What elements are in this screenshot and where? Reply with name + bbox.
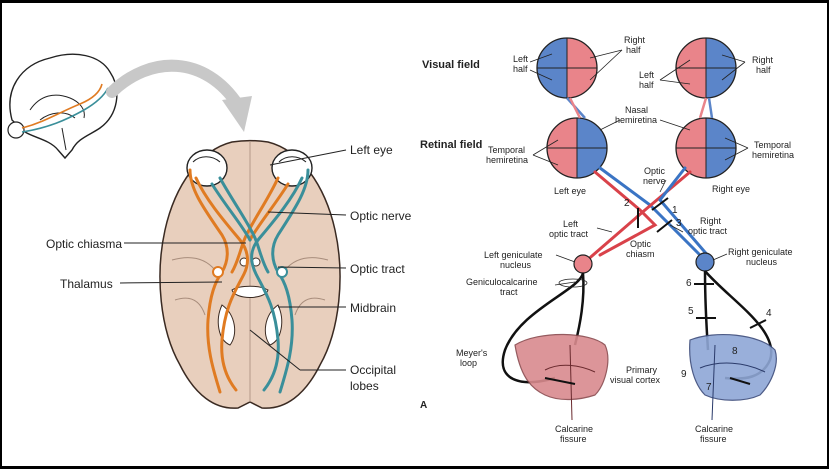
label-right-optic-tract-2: optic tract xyxy=(688,226,728,236)
label-retinal-field: Retinal field xyxy=(420,139,482,151)
left-geniculate-nucleus xyxy=(573,254,593,274)
label-calcarine-l2: fissure xyxy=(560,434,587,444)
right-figure-labels: Visual field Retinal field Left half Rig… xyxy=(420,35,794,444)
label-visual-field: Visual field xyxy=(422,59,480,71)
label-n2: 2 xyxy=(624,198,630,209)
left-visual-cortex xyxy=(514,333,609,421)
label-right-half-a1: Right xyxy=(624,35,646,45)
label-left-lgn-2: nucleus xyxy=(500,260,532,270)
label-left-half-a1: Left xyxy=(513,54,529,64)
label-n6: 6 xyxy=(686,278,692,289)
label-n5: 5 xyxy=(688,306,694,317)
label-temporal-l1: Temporal xyxy=(488,145,525,155)
label-n1: 1 xyxy=(672,205,678,216)
label-primary-1: Primary xyxy=(626,365,657,375)
sagittal-brain-thumbnail xyxy=(7,53,118,160)
label-occipital-1: Occipital xyxy=(350,363,396,377)
optic-pathways xyxy=(583,166,712,264)
right-leader-lines xyxy=(529,49,749,286)
label-midbrain: Midbrain xyxy=(350,301,396,315)
label-temporal-l2: hemiretina xyxy=(486,155,528,165)
label-left-half-b2: half xyxy=(639,80,654,90)
label-n7: 7 xyxy=(706,382,712,393)
label-left-lgn-1: Left geniculate xyxy=(484,250,543,260)
label-left-half-a2: half xyxy=(513,64,528,74)
label-calcarine-r2: fissure xyxy=(700,434,727,444)
zoom-arrow xyxy=(106,59,252,132)
visual-field-diagram xyxy=(501,37,777,421)
label-right-lgn-2: nucleus xyxy=(746,257,778,267)
label-optic-nerve-r1: Optic xyxy=(644,166,666,176)
label-n4: 4 xyxy=(766,308,772,319)
label-occipital-2: lobes xyxy=(350,379,379,393)
label-right-half-b1: Right xyxy=(752,55,774,65)
label-thalamus: Thalamus xyxy=(60,277,113,291)
label-right-half-b2: half xyxy=(756,65,771,75)
label-left-eye-r: Left eye xyxy=(554,186,586,196)
label-calcarine-r1: Calcarine xyxy=(695,424,733,434)
inferior-brain-view xyxy=(119,139,347,409)
label-right-optic-tract-1: Right xyxy=(700,216,722,226)
label-left-optic-tract-2: optic tract xyxy=(549,229,589,239)
label-nasal-2: hemiretina xyxy=(615,115,657,125)
label-temporal-r1: Temporal xyxy=(754,140,791,150)
retinal-field-left-circle xyxy=(546,117,608,179)
label-n9: 9 xyxy=(681,369,687,380)
label-n8: 8 xyxy=(732,346,738,357)
right-visual-cortex xyxy=(689,333,777,421)
label-n3: 3 xyxy=(676,218,682,229)
right-geniculate-nucleus xyxy=(695,252,715,272)
label-right-eye-r: Right eye xyxy=(712,184,750,194)
label-optic-tract: Optic tract xyxy=(350,262,405,276)
label-left-half-b1: Left xyxy=(639,70,655,80)
label-left-eye: Left eye xyxy=(350,143,393,157)
label-meyers-2: loop xyxy=(460,358,477,368)
visual-field-left-circle xyxy=(536,37,598,99)
label-temporal-r2: hemiretina xyxy=(752,150,794,160)
label-nasal-1: Nasal xyxy=(625,105,648,115)
label-optic-chiasm-2: chiasm xyxy=(626,249,655,259)
orange-visual-pathway xyxy=(188,168,290,394)
label-optic-nerve: Optic nerve xyxy=(350,209,412,223)
retinal-field-right-circle xyxy=(675,117,737,179)
label-gc-tract-1: Geniculocalcarine xyxy=(466,277,538,287)
label-gc-tract-2: tract xyxy=(500,287,518,297)
teal-visual-pathway xyxy=(210,168,310,394)
left-leader-lines xyxy=(119,149,347,371)
label-meyers-1: Meyer's xyxy=(456,348,488,358)
label-optic-chiasma: Optic chiasma xyxy=(46,237,122,251)
label-panel-a: A xyxy=(420,400,427,411)
label-optic-nerve-r2: nerve xyxy=(643,176,666,186)
visual-field-right-circle xyxy=(675,37,737,99)
label-calcarine-l1: Calcarine xyxy=(555,424,593,434)
label-optic-chiasm-1: Optic xyxy=(630,239,652,249)
field-projections xyxy=(566,97,714,119)
label-left-optic-tract-1: Left xyxy=(563,219,579,229)
label-right-half-a2: half xyxy=(626,45,641,55)
label-right-lgn-1: Right geniculate xyxy=(728,247,793,257)
label-primary-2: visual cortex xyxy=(610,375,661,385)
